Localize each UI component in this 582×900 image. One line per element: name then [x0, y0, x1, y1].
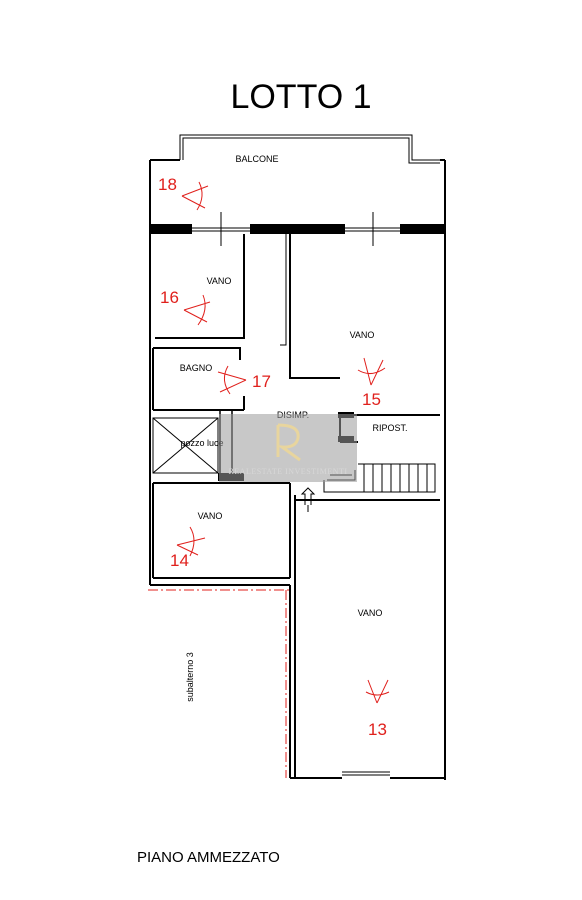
- watermark-logo-icon: [276, 423, 301, 462]
- photo-marker-14: 14: [170, 526, 206, 570]
- balcony-wall: [150, 212, 445, 246]
- room-label-vano-bottom-left: VANO: [198, 511, 223, 521]
- svg-text:14: 14: [170, 551, 189, 570]
- photo-marker-13: 13: [365, 679, 390, 739]
- balcony-railing: [179, 134, 440, 164]
- room-label-ripostiglio: RIPOST.: [372, 423, 407, 433]
- svg-text:16: 16: [160, 288, 179, 307]
- svg-text:17: 17: [252, 372, 271, 391]
- photo-marker-15: 15: [357, 357, 386, 409]
- svg-text:13: 13: [368, 720, 387, 739]
- plan-footer: PIANO AMMEZZATO: [137, 849, 280, 866]
- room-label-pozzo-luce: pozzo luce: [180, 438, 223, 448]
- svg-text:18: 18: [158, 175, 177, 194]
- photo-marker-16: 16: [160, 288, 211, 326]
- watermark-text: REALESTATE INVESTIMENTI: [228, 467, 347, 476]
- room-label-vano-bottom-right: VANO: [358, 608, 383, 618]
- subalterno-label: subalterno 3: [185, 652, 195, 702]
- room-label-balcone: BALCONE: [235, 154, 278, 164]
- photo-marker-17: 17: [217, 365, 271, 395]
- room-label-vano-top-right: VANO: [350, 330, 375, 340]
- svg-text:15: 15: [362, 390, 381, 409]
- room-label-vano-top-left: VANO: [207, 276, 232, 286]
- plan-title: LOTTO 1: [230, 78, 371, 116]
- property-boundary: [148, 589, 290, 778]
- interior-walls: [152, 234, 440, 778]
- watermark: REALESTATE INVESTIMENTI: [219, 414, 357, 482]
- room-label-bagno: BAGNO: [180, 363, 213, 373]
- photo-marker-18: 18: [158, 175, 209, 211]
